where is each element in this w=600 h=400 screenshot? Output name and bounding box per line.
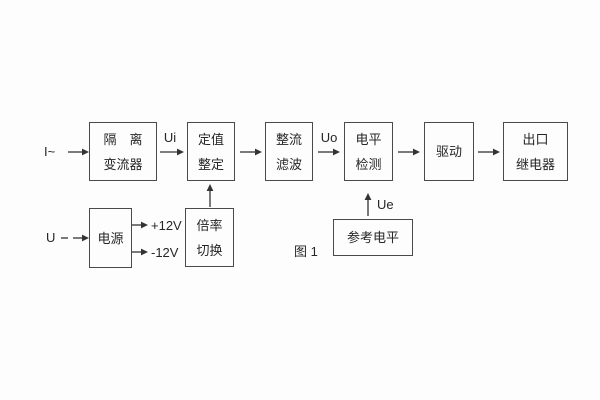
input-current-label: I~ <box>44 144 56 159</box>
block-ratio-switch: 倍率 切换 <box>185 208 234 267</box>
block-rectifier-filter: 整流 滤波 <box>265 122 313 181</box>
negative-rail-label: -12V <box>151 245 179 260</box>
positive-rail-label: +12V <box>151 218 182 233</box>
block-label-line: 参考电平 <box>346 229 399 245</box>
block-label-line: 驱动 <box>435 144 462 159</box>
block-output-relay: 出口 继电器 <box>503 122 568 181</box>
block-label-line: 整定 <box>197 156 224 172</box>
block-label-line: 电源 <box>97 230 124 246</box>
block-label-line: 滤波 <box>275 156 302 172</box>
arrow-power-negative-rail <box>132 248 148 256</box>
arrow-power-positive-rail <box>132 221 148 229</box>
block-label-line: 出口 <box>522 131 549 147</box>
arrow-rectifier-to-level <box>318 148 340 156</box>
block-level-detection: 电平 检测 <box>344 122 393 181</box>
block-label-line: 整流 <box>275 131 302 147</box>
block-power-supply: 电源 <box>89 208 132 268</box>
arrow-current-input <box>68 148 89 156</box>
arrow-reference-ue <box>364 193 372 216</box>
block-label-line: 定值 <box>197 131 224 147</box>
arrow-setting-to-rectifier <box>240 148 262 156</box>
input-voltage-label: U <box>46 230 56 245</box>
block-label-line: 切换 <box>196 242 223 258</box>
block-reference-level: 参考电平 <box>333 219 413 256</box>
block-drive: 驱动 <box>424 122 474 181</box>
block-label-line: 检测 <box>355 156 382 172</box>
arrow-level-to-drive <box>398 148 420 156</box>
arrow-isolation-to-setting <box>160 148 184 156</box>
block-setting-adjustment: 定值 整定 <box>187 122 235 181</box>
arrow-ratio-to-setting <box>206 184 214 207</box>
block-label-line: 变流器 <box>103 156 143 172</box>
block-label-line: 继电器 <box>515 156 555 172</box>
signal-ui-label: Ui <box>163 130 177 145</box>
block-label-line: 电平 <box>355 131 382 147</box>
arrow-voltage-input <box>61 234 89 242</box>
figure-caption: 图 1 <box>294 244 318 259</box>
block-label-line: 倍率 <box>196 217 223 233</box>
signal-uo-label: Uo <box>320 130 338 145</box>
arrow-drive-to-relay <box>478 148 500 156</box>
signal-ue-label: Ue <box>377 197 394 212</box>
block-isolation-transformer: 隔 离 变流器 <box>89 122 157 181</box>
block-label-line: 隔 离 <box>103 131 143 147</box>
